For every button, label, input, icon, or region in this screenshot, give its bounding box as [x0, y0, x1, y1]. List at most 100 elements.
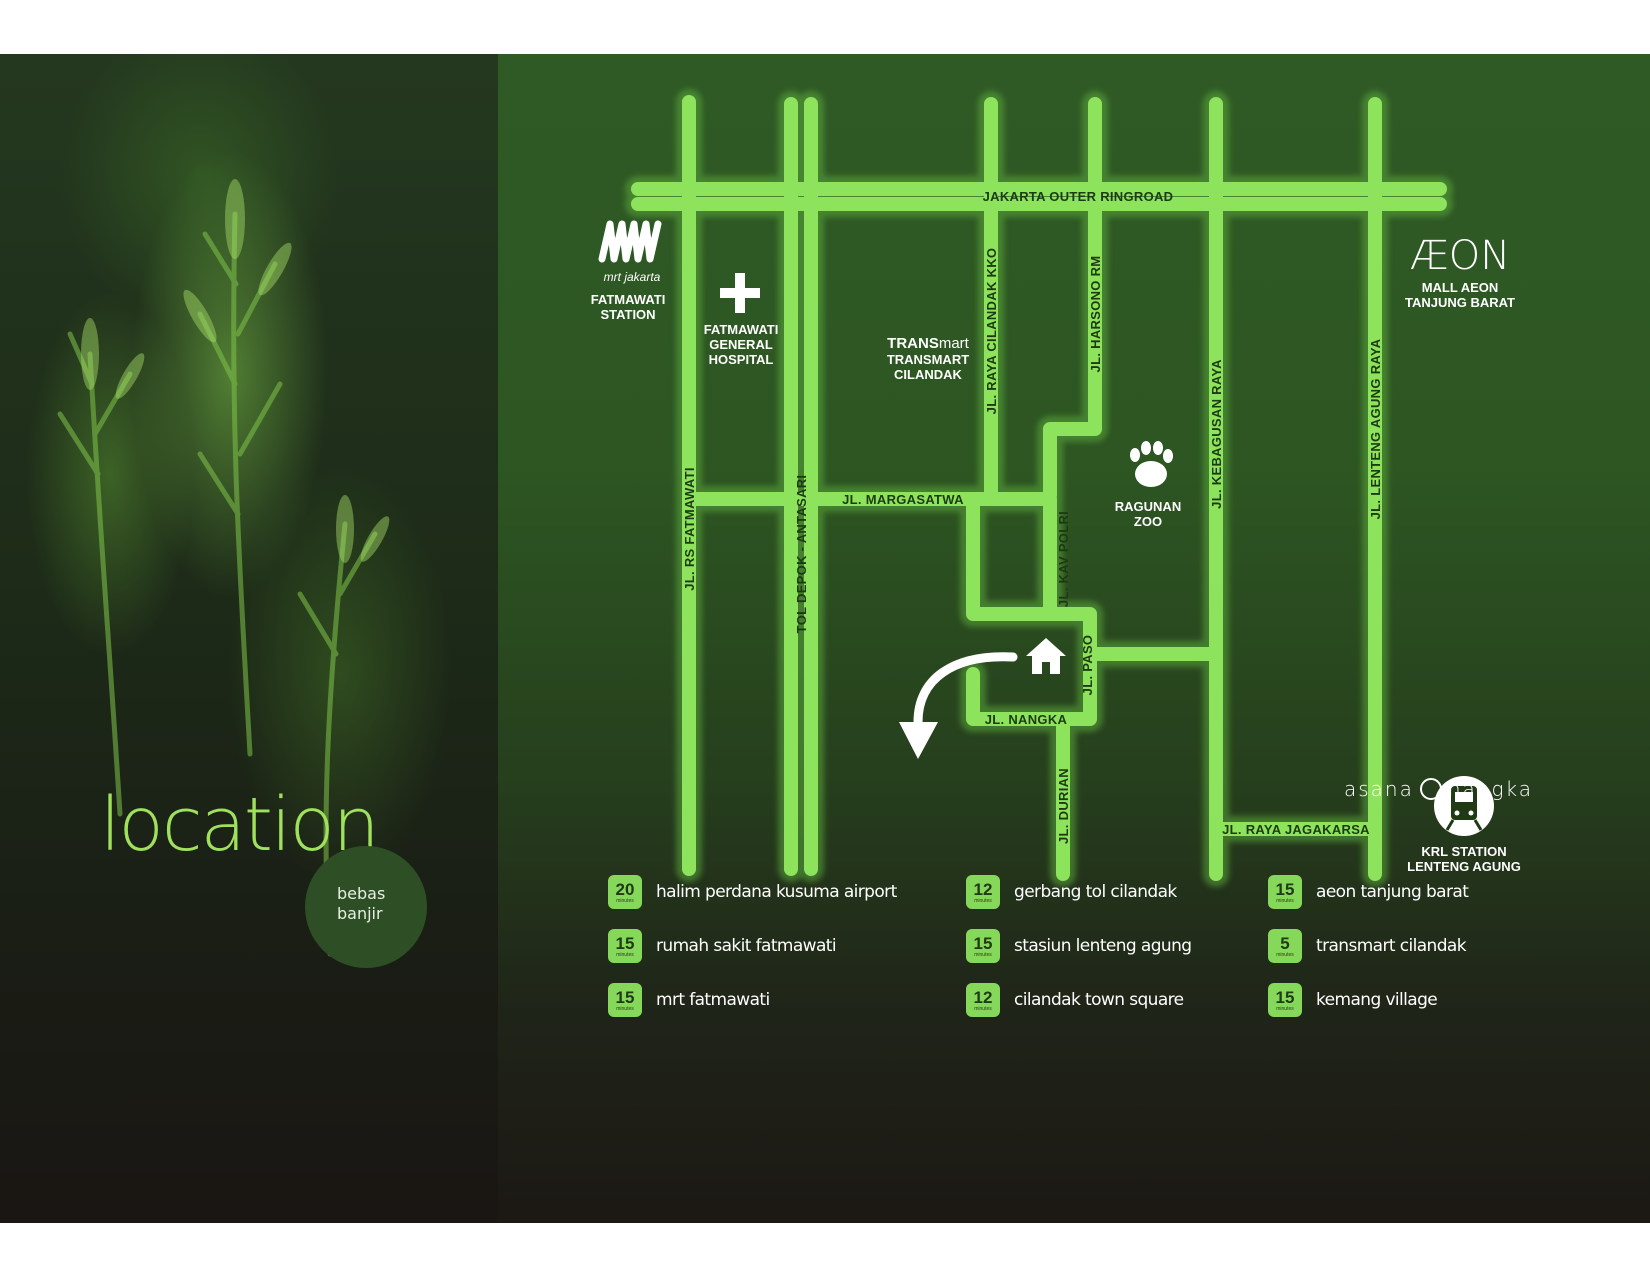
label-rs-fatmawati: JL. RS FATMAWATI: [682, 467, 697, 590]
time-minutes: 12: [973, 879, 993, 899]
time-place: transmart cilandak: [1316, 936, 1467, 956]
time-minutes: 20: [615, 879, 635, 899]
transmart-landmark: TRANSmart TRANSMART CILANDAK: [887, 335, 970, 382]
brand-logo-map: asana nangka: [1344, 777, 1533, 801]
road-map: JAKARTA OUTER RINGROAD JL. RS FATMAWATI …: [591, 89, 1521, 887]
time-place: mrt fatmawati: [656, 990, 770, 1010]
time-minutes: 15: [1275, 879, 1295, 899]
poster: location bebas banjir: [0, 54, 1650, 1223]
hospital-label-2: GENERAL: [709, 337, 773, 352]
train-icon: [1445, 786, 1483, 831]
transmart-label-1: TRANSMART: [887, 352, 969, 367]
paw-icon: [1130, 441, 1173, 487]
krl-label-2: LENTENG AGUNG: [1407, 859, 1521, 874]
zoo-label-2: ZOO: [1134, 514, 1162, 529]
time-minutes: 5: [1280, 933, 1290, 953]
aeon-label-1: MALL AEON: [1422, 280, 1499, 295]
time-place: stasiun lenteng agung: [1014, 936, 1192, 956]
mrt-logo-icon: [598, 220, 662, 263]
transmart-label-2: CILANDAK: [894, 367, 962, 382]
time-unit: minutes: [616, 951, 634, 958]
hospital-label-1: FATMAWATI: [704, 322, 779, 337]
label-durian: JL. DURIAN: [1056, 768, 1071, 844]
aeon-logo: ÆON: [1410, 233, 1510, 279]
time-place: rumah sakit fatmawati: [656, 936, 837, 956]
time-minutes: 15: [973, 933, 993, 953]
hospital-landmark: FATMAWATI GENERAL HOSPITAL: [704, 273, 779, 367]
transmart-logo: TRANSmart: [887, 335, 970, 352]
time-place: cilandak town square: [1014, 990, 1184, 1010]
time-unit: minutes: [1276, 951, 1294, 958]
time-unit: minutes: [616, 897, 634, 904]
map-panel: JAKARTA OUTER RINGROAD JL. RS FATMAWATI …: [498, 54, 1650, 1223]
aeon-landmark: ÆON MALL AEON TANJUNG BARAT: [1405, 233, 1515, 310]
location-title: location: [100, 782, 380, 868]
time-place: gerbang tol cilandak: [1014, 882, 1177, 902]
flood-free-badge: bebas banjir: [305, 846, 427, 968]
time-minutes: 12: [973, 987, 993, 1007]
badge-line-1: bebas: [337, 884, 386, 903]
mrt-landmark: mrt jakarta FATMAWATI STATION: [591, 220, 666, 322]
time-minutes: 15: [615, 987, 635, 1007]
road-margasatwa: [682, 492, 1057, 619]
zoo-landmark: RAGUNAN ZOO: [1115, 441, 1181, 529]
road-nangka-loop: [966, 492, 1097, 726]
krl-landmark: KRL STATION LENTENG AGUNG: [1407, 776, 1521, 874]
brand-map-right: nangka: [1447, 777, 1533, 801]
krl-label-1: KRL STATION: [1421, 844, 1506, 859]
time-unit: minutes: [974, 1005, 992, 1012]
label-jagakarsa: JL. RAYA JAGAKARSA: [1222, 822, 1370, 837]
label-paso: JL. PASO: [1080, 635, 1095, 696]
plant-leaves-image: [57, 179, 390, 957]
time-minutes: 15: [615, 933, 635, 953]
aeon-label-2: TANJUNG BARAT: [1405, 295, 1515, 310]
time-minutes: 15: [1275, 987, 1295, 1007]
time-unit: minutes: [974, 897, 992, 904]
roads: [631, 95, 1447, 881]
brand-mark-icon: [1419, 778, 1442, 800]
hospital-cross-icon: [720, 273, 760, 313]
zoo-label-1: RAGUNAN: [1115, 499, 1181, 514]
label-outer-ringroad: JAKARTA OUTER RINGROAD: [983, 189, 1174, 204]
time-unit: minutes: [1276, 897, 1294, 904]
label-kebagusan: JL. KEBAGUSAN RAYA: [1209, 359, 1224, 509]
label-margasatwa: JL. MARGASATWA: [842, 492, 964, 507]
label-cilandak-kko: JL. RAYA CILANDAK KKO: [984, 248, 999, 415]
time-unit: minutes: [616, 1005, 634, 1012]
road-harsono: [1043, 97, 1102, 502]
mrt-logo-text: mrt jakarta: [604, 270, 661, 284]
brand-map-left: asana: [1344, 777, 1414, 801]
plant-photo-panel: location bebas banjir: [0, 54, 498, 1223]
time-place: aeon tanjung barat: [1316, 882, 1469, 902]
time-unit: minutes: [1276, 1005, 1294, 1012]
label-nangka: JL. NANGKA: [985, 712, 1068, 727]
time-unit: minutes: [974, 951, 992, 958]
label-harsono: JL. HARSONO RM: [1088, 256, 1103, 373]
label-lenteng-agung: JL. LENTENG AGUNG RAYA: [1368, 338, 1383, 519]
home-icon: [1026, 638, 1066, 674]
label-tol-depok: TOL DEPOK - ANTASARI: [794, 475, 809, 634]
curved-arrow-icon: [899, 652, 1018, 759]
hospital-label-3: HOSPITAL: [709, 352, 774, 367]
label-kav-polri: JL. KAV POLRI: [1056, 511, 1071, 607]
time-place: kemang village: [1316, 990, 1438, 1010]
mrt-label-1: FATMAWATI: [591, 292, 666, 307]
